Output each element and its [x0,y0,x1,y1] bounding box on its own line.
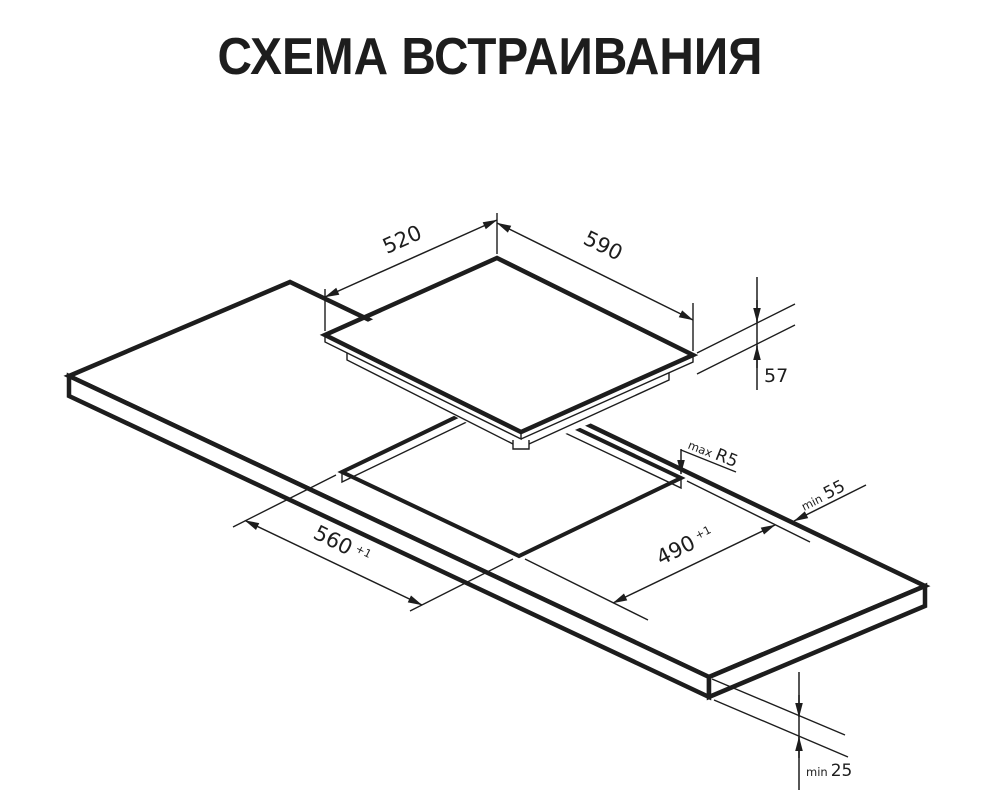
min-55-label: min55 [797,476,848,515]
dimension-560: 560+1 [232,474,514,612]
page-title: СХЕМА ВСТРАИВАНИЯ [218,28,763,86]
cooktop-glass-edge [324,335,694,441]
annotation-max-r5: maxR5 [677,434,741,475]
cooktop-body-bottom [346,353,670,445]
dim-label-520: 520 [379,220,425,258]
max-r5-prefix: max [686,438,715,460]
max-r5-label: maxR5 [685,434,740,472]
cooktop-body-mask [325,258,693,449]
max-r5-value: R5 [712,445,740,472]
max-r5-underline [680,449,737,473]
cooktop-burner-box [512,440,530,450]
dim-560-extension-lines [232,474,514,612]
min-25-prefix: min [806,765,828,779]
dim-label-57: 57 [764,365,788,387]
cooktop [319,255,699,450]
dim-label-590: 590 [580,226,627,265]
dim-560-tolerance: +1 [353,542,373,561]
dimension-57: 57 [696,277,796,390]
dim-590-line [496,222,694,321]
min-55-value: 55 [820,476,848,504]
annotation-min-55: min55 [793,476,867,522]
dim-490-line [612,524,776,604]
min-25-extension-lines [711,678,849,758]
dim-560-line [244,519,423,606]
dim-57-extension-lines [696,303,796,375]
dim-490-tolerance: +1 [693,523,713,542]
cutout-opening [337,391,686,559]
min-55-leader [793,484,867,522]
countertop-front-right-face [706,582,928,701]
min-25-value: 25 [831,761,853,781]
min-55-prefix: min [799,491,825,513]
dim-520-line [324,219,498,298]
dim-490-extension-lines [524,480,811,621]
